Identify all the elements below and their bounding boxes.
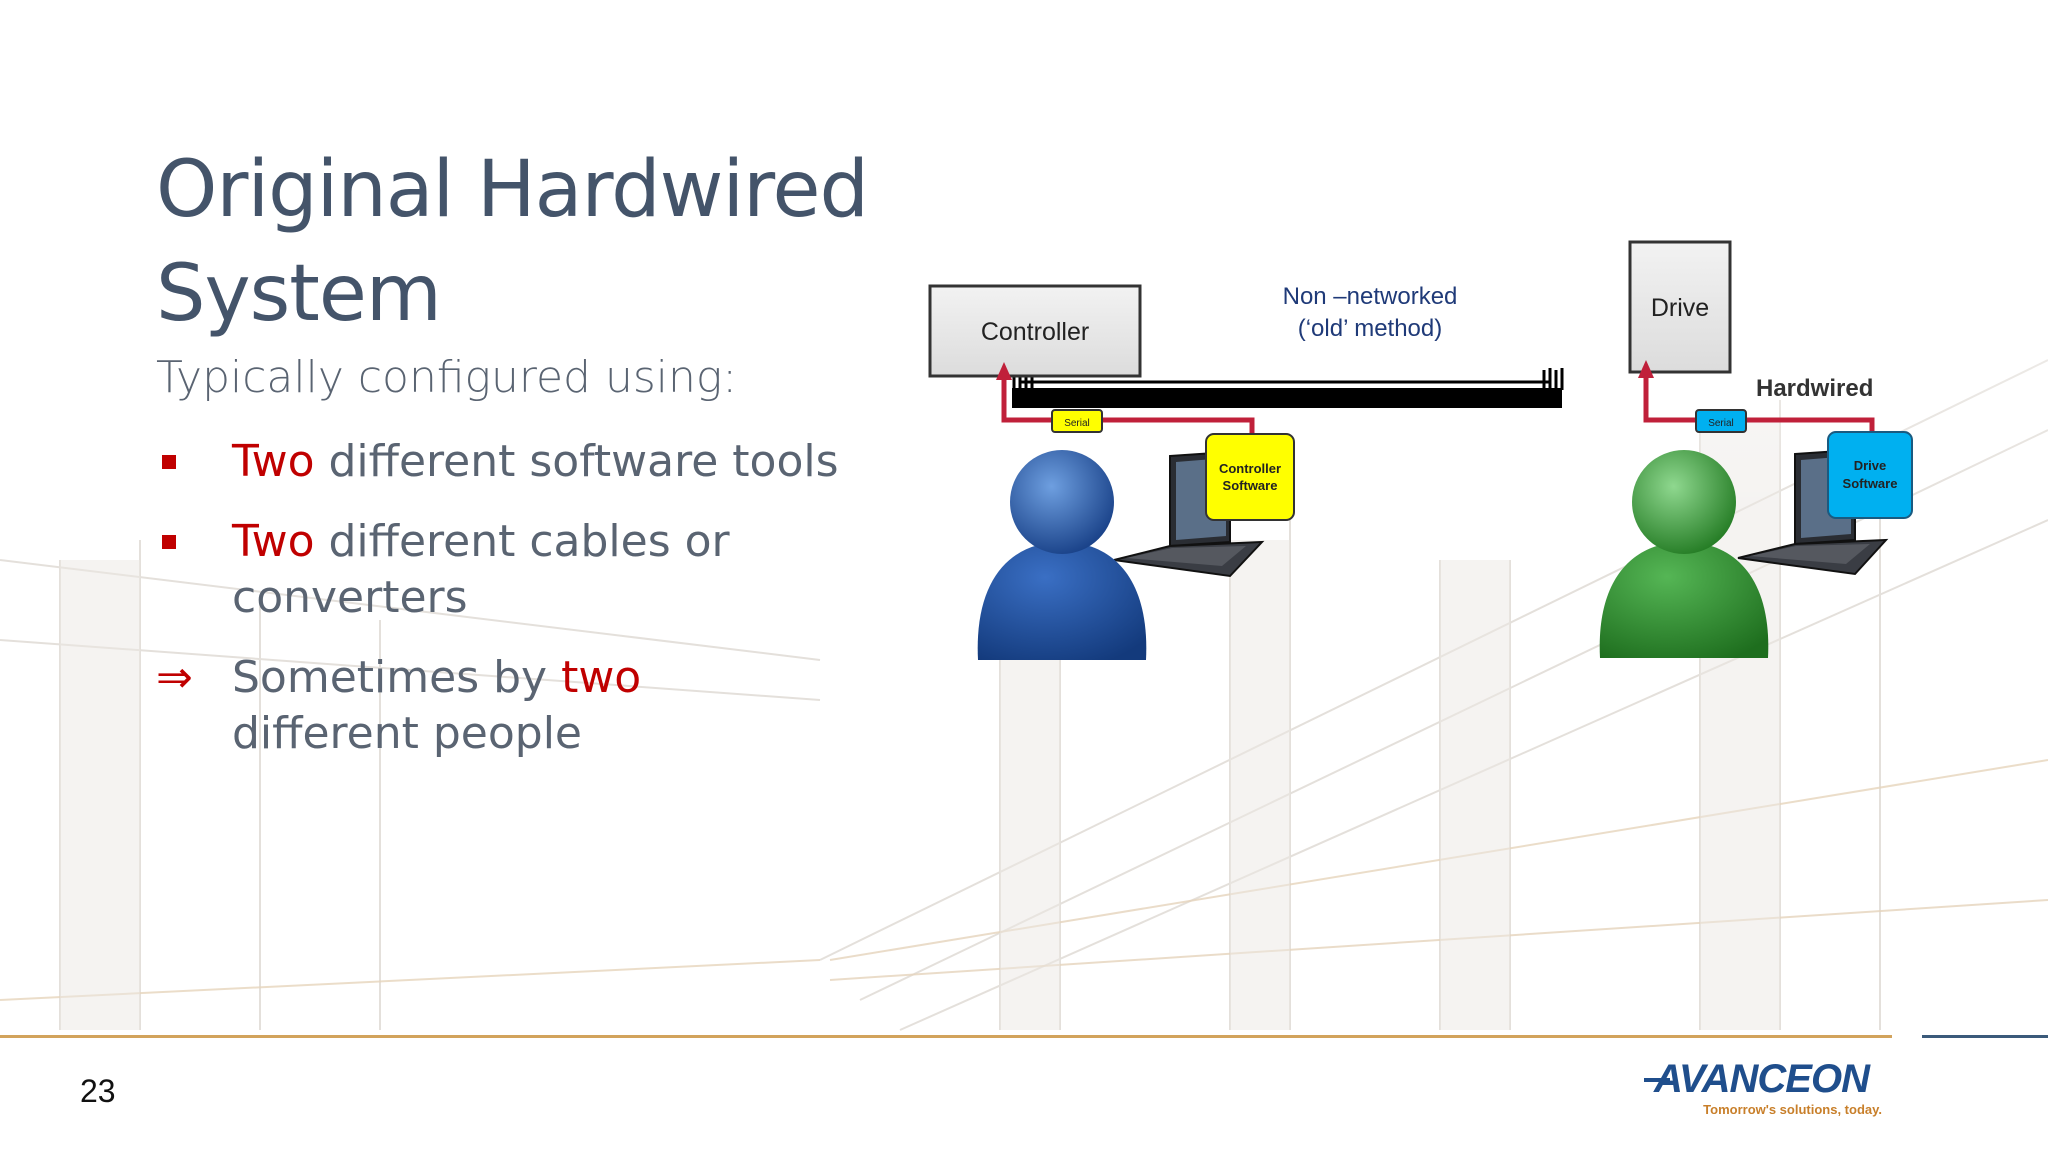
- controller-label: Controller: [981, 318, 1089, 346]
- drive-software-line2: Software: [1843, 476, 1898, 491]
- logo-brand: AVANCEON: [1653, 1057, 1871, 1101]
- controller-software-box: Controller Software: [1205, 433, 1295, 521]
- hardwired-cable-bundle: [1012, 368, 1564, 408]
- bullet-highlight: Two: [232, 516, 315, 567]
- footer-divider-navy: [1922, 1035, 2048, 1038]
- controller-box: Controller: [928, 284, 1142, 378]
- arrow-up-icon: [1638, 360, 1654, 378]
- implies-arrow-icon: ⇒: [156, 652, 193, 703]
- conclusion-item: ⇒ Sometimes by two different people: [156, 650, 856, 762]
- drive-box: Drive: [1628, 240, 1732, 374]
- drive-label: Drive: [1651, 294, 1709, 322]
- serial-connection-left: Serial: [996, 362, 1255, 446]
- bullet-highlight: Two: [232, 436, 315, 487]
- person-icon-green: [1599, 450, 1769, 658]
- controller-software-line1: Controller: [1219, 461, 1281, 476]
- hardwired-system-diagram: Controller Drive Non –networked (‘old’ m…: [928, 240, 1913, 660]
- conclusion-text-after: different people: [232, 708, 583, 759]
- avanceon-logo: AVANCEON Tomorrow's solutions, today.: [1644, 1057, 1882, 1117]
- arrow-up-icon: [996, 362, 1012, 380]
- bullet-item: Two different software tools: [156, 434, 856, 490]
- slide-title-line1: Original Hardwired: [156, 145, 869, 235]
- method-label-line1: Non –networked: [1283, 283, 1458, 310]
- bullet-text: different software tools: [314, 436, 839, 487]
- hardwired-label: Hardwired: [1756, 375, 1873, 402]
- conclusion-text-before: Sometimes by: [232, 652, 562, 703]
- footer-divider-gold: [0, 1035, 1892, 1038]
- conclusion-highlight: two: [561, 652, 642, 703]
- controller-software-line2: Software: [1223, 478, 1278, 493]
- drive-software-line1: Drive: [1854, 458, 1887, 473]
- bullet-item: Two different cables or converters: [156, 514, 856, 626]
- page-number: 23: [80, 1073, 116, 1109]
- method-label-line2: (‘old’ method): [1298, 315, 1443, 342]
- person-icon-blue: [977, 450, 1147, 660]
- logo-tagline: Tomorrow's solutions, today.: [1703, 1102, 1882, 1117]
- serial-label-right: Serial: [1708, 418, 1734, 429]
- slide-title-line2: System: [156, 249, 442, 339]
- slide-title: Original Hardwired System: [156, 138, 916, 346]
- serial-label-left: Serial: [1064, 418, 1090, 429]
- bullet-text: different cables or converters: [232, 516, 730, 623]
- slide-subtitle: Typically configured using:: [156, 352, 738, 403]
- drive-software-box: Drive Software: [1827, 431, 1913, 519]
